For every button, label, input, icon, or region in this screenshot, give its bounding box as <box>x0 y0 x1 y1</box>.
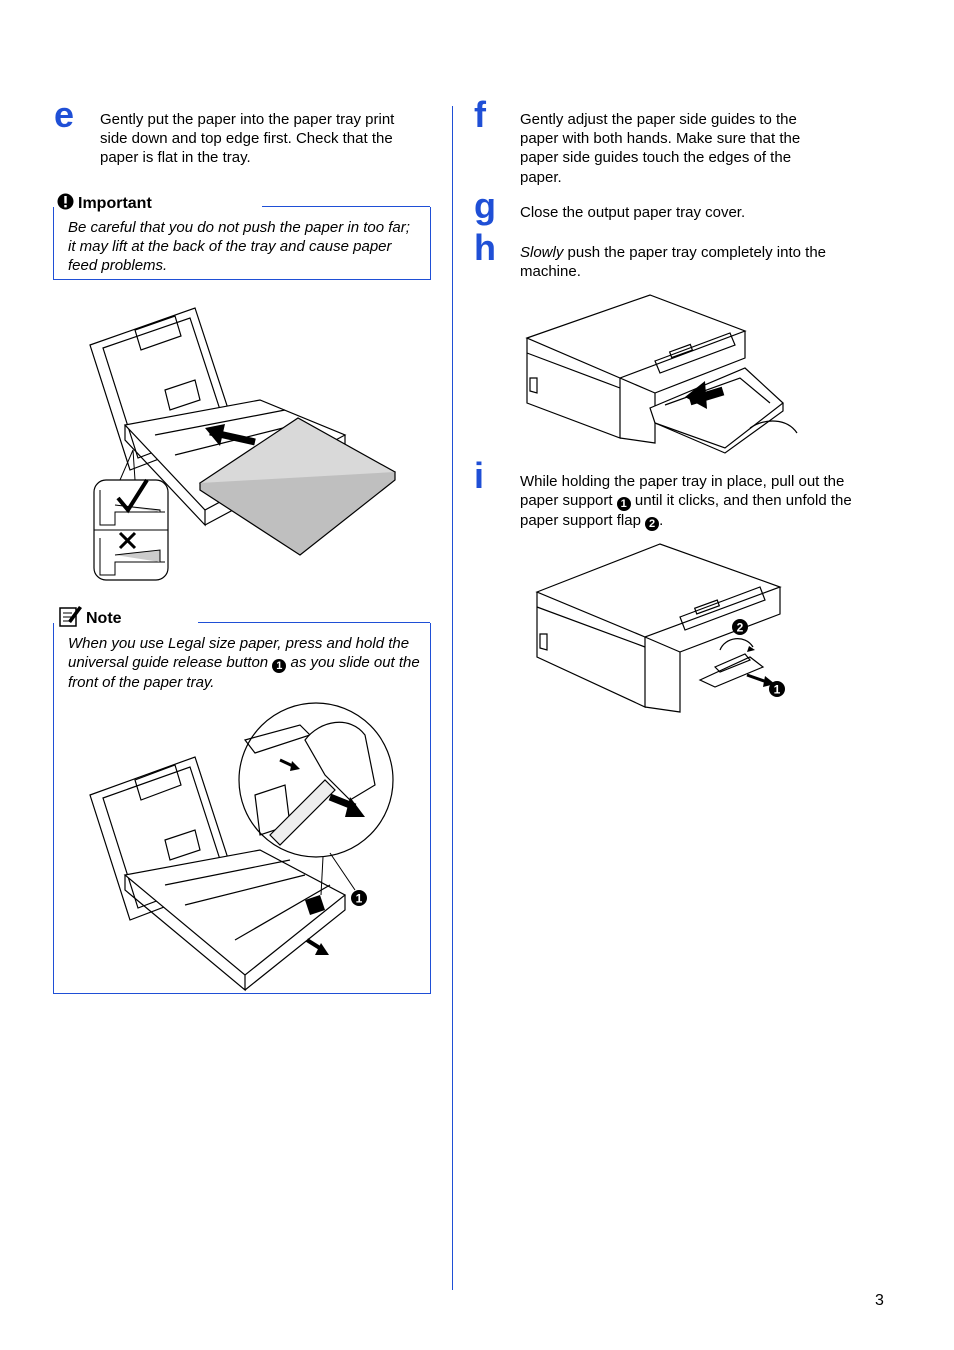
checkmark-icon <box>116 478 149 514</box>
callout-1-inline: 1 <box>272 659 287 674</box>
step-f-text: Gently adjust the paper side guides to t… <box>520 111 801 186</box>
step-h-text: Slowly push the paper tray completely in… <box>520 243 855 281</box>
step-letter-g: g <box>474 185 496 226</box>
printer-paper-support-illustration: 2 1 <box>535 543 785 713</box>
step-letter-e: e <box>54 94 75 135</box>
important-box-topline <box>262 206 430 207</box>
callout-1-printer: 1 <box>774 683 781 697</box>
paper-tray-illustration <box>89 307 397 581</box>
arrow-icon <box>205 424 256 446</box>
note-box-topline <box>198 622 430 623</box>
column-divider <box>452 106 453 1290</box>
step-h-emphasis: Slowly <box>520 244 564 261</box>
callout-1-step-i: 1 <box>616 497 631 512</box>
step-h-rest: push the paper tray completely into the … <box>520 244 827 281</box>
note-title: Note <box>58 604 122 633</box>
step-e-text: Gently put the paper into the paper tray… <box>100 111 395 167</box>
printer-push-tray-illustration <box>525 294 798 454</box>
callout-1-legal: 1 <box>356 892 363 906</box>
important-title-text: Important <box>78 195 152 212</box>
step-i-text: While holding the paper tray in place, p… <box>520 472 855 532</box>
important-box <box>53 207 431 280</box>
step-g-text: Close the output paper tray cover. <box>520 204 746 221</box>
step-letter-f: f <box>474 94 486 135</box>
step-i-part-1: While holding the paper tray in place, p… <box>520 473 845 510</box>
step-i-part-3: . <box>659 512 664 530</box>
exclamation-circle-icon <box>57 193 74 215</box>
callout-2-printer: 2 <box>737 621 744 635</box>
note-body-part-1: When you use Legal size paper, press and… <box>68 635 410 672</box>
note-box <box>53 623 431 994</box>
x-mark-icon <box>118 531 137 550</box>
note-body-part-2: as you slide out the front of the paper … <box>68 654 420 692</box>
important-body: Be careful that you do not push the pape… <box>68 219 410 275</box>
note-body: When you use Legal size paper, press and… <box>68 634 423 692</box>
callout-2-step-i: 2 <box>645 517 660 532</box>
page-number: 3 <box>875 1292 884 1309</box>
step-i-part-2: until it clicks, and then unfold the pap… <box>520 492 852 530</box>
note-title-text: Note <box>86 609 122 627</box>
step-letter-i: i <box>474 455 485 496</box>
important-title: Important <box>57 193 152 215</box>
step-letter-h: h <box>474 227 496 268</box>
legal-tray-illustration: 1 <box>89 702 394 992</box>
note-pencil-icon <box>58 604 82 633</box>
